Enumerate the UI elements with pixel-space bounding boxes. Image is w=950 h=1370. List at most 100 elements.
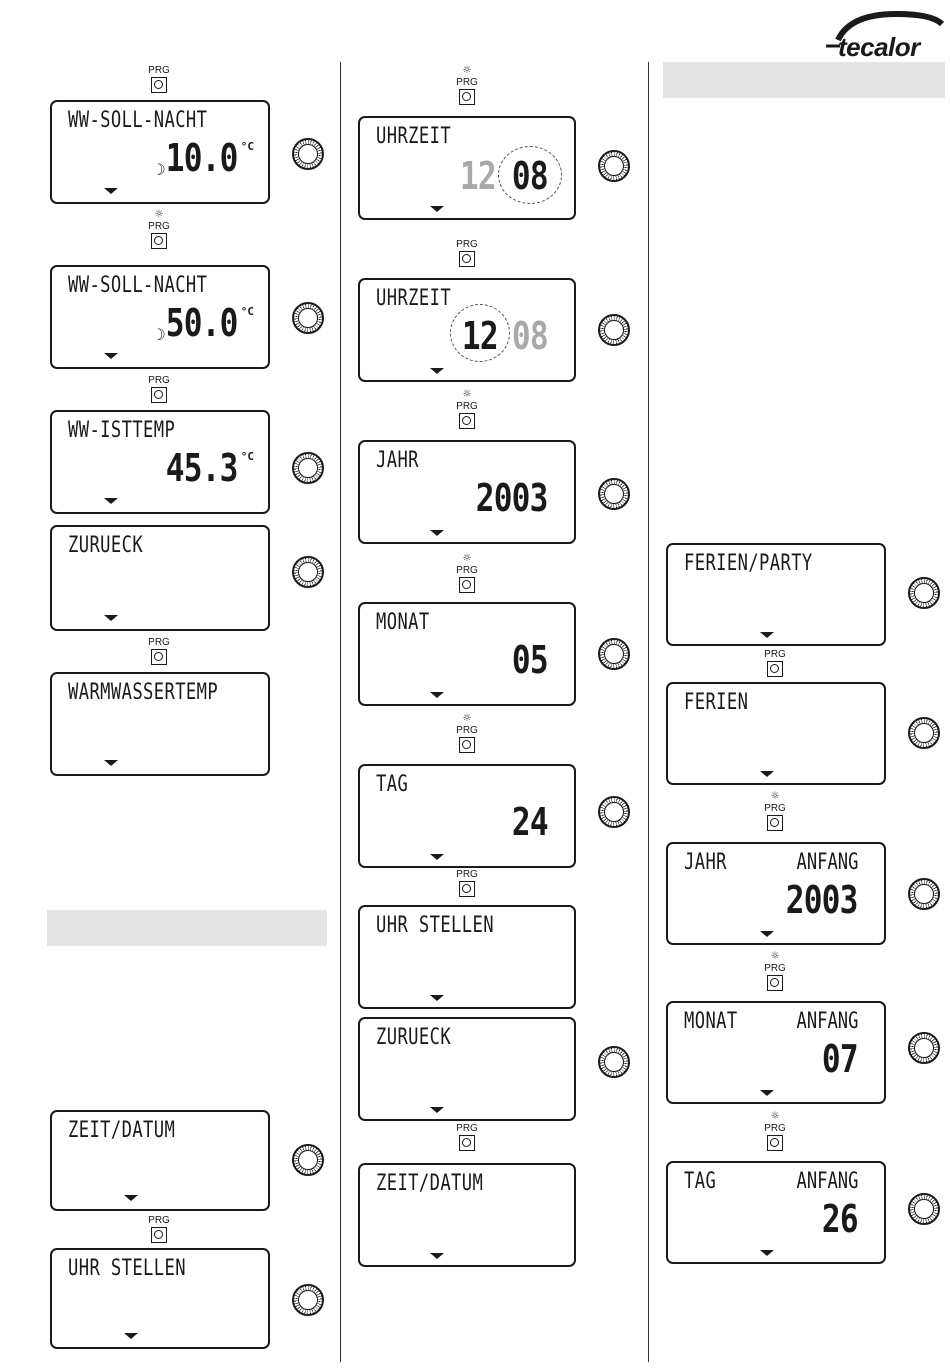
sun-icon: ☼ xyxy=(463,387,471,402)
dial-knob-icon[interactable] xyxy=(598,314,630,346)
display-value: 26 xyxy=(822,1197,859,1241)
down-arrow-icon xyxy=(124,1195,138,1201)
dial-knob-icon[interactable] xyxy=(292,1144,324,1176)
prg-button[interactable]: PRG xyxy=(762,1124,788,1151)
prg-button[interactable]: PRG xyxy=(454,870,480,897)
lcd-display: WARMWASSERTEMP xyxy=(50,672,270,776)
dial-knob-icon[interactable] xyxy=(908,577,940,609)
display-label-secondary: ANFANG xyxy=(796,850,858,875)
prg-button[interactable]: PRG xyxy=(762,804,788,831)
prg-button[interactable]: PRG xyxy=(454,566,480,593)
prg-button[interactable]: PRG xyxy=(454,726,480,753)
display-label: MONAT xyxy=(684,1009,738,1034)
prg-button[interactable]: PRG xyxy=(146,222,172,249)
prg-button-icon xyxy=(767,1135,783,1151)
prg-button[interactable]: PRG xyxy=(454,1124,480,1151)
display-label: ZEIT/DATUM xyxy=(376,1171,484,1196)
prg-button-icon xyxy=(767,661,783,677)
lcd-display: WW-ISTTEMP 45.3 °C xyxy=(50,410,270,514)
display-label: TAG xyxy=(684,1169,717,1194)
prg-button[interactable]: PRG xyxy=(146,1216,172,1243)
lcd-display: WW-SOLL-NACHT ☽ 10.0 °C xyxy=(50,100,270,204)
prg-button[interactable]: PRG xyxy=(146,66,172,93)
display-label: WW-ISTTEMP xyxy=(68,418,176,443)
lcd-display: MONAT ANFANG 07 xyxy=(666,1001,886,1104)
down-arrow-icon xyxy=(104,353,118,359)
lcd-display: FERIEN/PARTY xyxy=(666,543,886,646)
prg-button[interactable]: PRG xyxy=(146,638,172,665)
dial-knob-icon[interactable] xyxy=(292,302,324,334)
display-value: 10.0 xyxy=(166,136,239,180)
lcd-display: TAG ANFANG 26 xyxy=(666,1161,886,1264)
display-value: 2003 xyxy=(786,878,859,922)
lcd-display: UHR STELLEN xyxy=(358,905,576,1009)
display-label: UHRZEIT xyxy=(376,286,452,311)
display-label: TAG xyxy=(376,772,409,797)
lcd-display: UHR STELLEN xyxy=(50,1248,270,1349)
sun-icon: ☼ xyxy=(155,207,163,222)
display-label: ZEIT/DATUM xyxy=(68,1118,176,1143)
dial-knob-icon[interactable] xyxy=(598,150,630,182)
unit-label: °C xyxy=(240,305,254,318)
prg-button[interactable]: PRG xyxy=(454,402,480,429)
column-divider-2 xyxy=(648,62,649,1362)
dial-knob-icon[interactable] xyxy=(292,556,324,588)
lcd-display: JAHR 2003 xyxy=(358,440,576,544)
display-value: 50.0 xyxy=(166,301,239,345)
display-label: UHRZEIT xyxy=(376,124,452,149)
lcd-display: MONAT 05 xyxy=(358,602,576,706)
prg-button[interactable]: PRG xyxy=(454,240,480,267)
dial-knob-icon[interactable] xyxy=(598,796,630,828)
lcd-display: ZEIT/DATUM xyxy=(358,1163,576,1267)
down-arrow-icon xyxy=(760,632,774,638)
display-label-secondary: ANFANG xyxy=(796,1169,858,1194)
prg-button-icon xyxy=(459,1135,475,1151)
dial-knob-icon[interactable] xyxy=(292,138,324,170)
down-arrow-icon xyxy=(104,498,118,504)
dial-knob-icon[interactable] xyxy=(908,1032,940,1064)
section-header-bar xyxy=(47,910,327,946)
down-arrow-icon xyxy=(430,206,444,212)
prg-button-icon xyxy=(151,387,167,403)
display-label: ZURUECK xyxy=(376,1025,452,1050)
prg-button[interactable]: PRG xyxy=(454,78,480,105)
prg-button[interactable]: PRG xyxy=(146,376,172,403)
dial-knob-icon[interactable] xyxy=(598,1046,630,1078)
dial-knob-icon[interactable] xyxy=(292,1284,324,1316)
dial-knob-icon[interactable] xyxy=(598,478,630,510)
display-label: ZURUECK xyxy=(68,533,144,558)
dial-knob-icon[interactable] xyxy=(598,638,630,670)
display-label: FERIEN/PARTY xyxy=(684,551,813,576)
dial-knob-icon[interactable] xyxy=(908,717,940,749)
lcd-display: WW-SOLL-NACHT ☽ 50.0 °C xyxy=(50,265,270,369)
display-label: WARMWASSERTEMP xyxy=(68,680,219,705)
prg-button-icon xyxy=(151,233,167,249)
prg-button-icon xyxy=(459,413,475,429)
lcd-display: UHRZEIT 12 08 xyxy=(358,278,576,382)
moon-icon: ☽ xyxy=(156,325,166,344)
display-label: UHR STELLEN xyxy=(376,913,494,938)
lcd-display: ZURUECK xyxy=(50,525,270,631)
down-arrow-icon xyxy=(760,771,774,777)
dial-knob-icon[interactable] xyxy=(292,452,324,484)
down-arrow-icon xyxy=(760,1090,774,1096)
display-value: 2003 xyxy=(476,476,549,520)
display-label: UHR STELLEN xyxy=(68,1256,186,1281)
lcd-display: JAHR ANFANG 2003 xyxy=(666,842,886,945)
dial-knob-icon[interactable] xyxy=(908,1193,940,1225)
down-arrow-icon xyxy=(430,530,444,536)
lcd-display: ZEIT/DATUM xyxy=(50,1110,270,1211)
dial-knob-icon[interactable] xyxy=(908,878,940,910)
sun-icon: ☼ xyxy=(771,1109,779,1124)
sun-icon: ☼ xyxy=(463,63,471,78)
tecalor-logo: tecalor xyxy=(820,10,945,62)
prg-button[interactable]: PRG xyxy=(762,964,788,991)
display-label: JAHR xyxy=(684,850,727,875)
prg-button-icon xyxy=(459,251,475,267)
display-label: WW-SOLL-NACHT xyxy=(68,108,208,133)
hours-value: 12 xyxy=(460,154,497,198)
prg-button[interactable]: PRG xyxy=(762,650,788,677)
down-arrow-icon xyxy=(104,760,118,766)
blink-indicator-icon xyxy=(498,146,562,204)
sun-icon: ☼ xyxy=(771,789,779,804)
